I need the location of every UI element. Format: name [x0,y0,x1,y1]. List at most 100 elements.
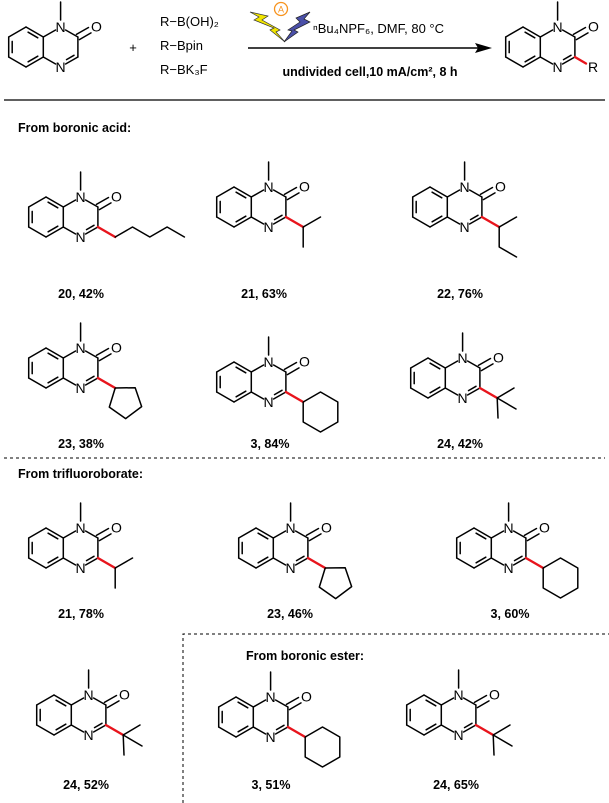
bond [305,527,320,537]
bond [482,192,496,201]
compound-label: 3, 51% [252,778,291,792]
bond [215,216,235,228]
new-bond [478,386,499,400]
reagent-bpin: R−Bpin [160,38,203,53]
bond [492,734,495,756]
conditions-top: ⁿBu₄NPF₆, DMF, 80 °C [313,21,444,36]
bond [575,32,589,41]
bond [466,387,481,396]
bond [283,361,298,371]
bond [463,722,473,729]
bond [512,530,527,539]
bond [257,556,269,564]
bond [275,724,285,731]
atom-nitrogen: N [56,19,66,35]
atom-nitrogen: N [286,560,296,576]
bond [217,726,237,738]
atom-oxygen: O [119,687,130,703]
compound-3: NNO [455,502,579,599]
bond [523,527,538,537]
bond [427,357,447,369]
bond [524,55,536,63]
bond [405,694,425,706]
atom-oxygen: O [111,520,122,536]
bond [92,697,107,706]
bond [409,357,429,369]
bond [75,26,90,36]
atom-oxygen: O [539,520,550,536]
compound-label: 21, 63% [241,287,287,301]
bond [455,527,475,539]
bond [572,26,587,36]
bond [85,555,95,562]
bond [235,366,247,374]
atom-nitrogen: N [76,229,86,245]
bond [480,363,494,372]
bond [429,216,449,228]
bond [84,530,99,539]
compound-3: NNO [217,671,341,768]
bond [490,530,505,539]
section-title-boronic-ester: From boronic ester: [246,649,364,663]
bond [479,186,494,196]
atom-nitrogen: N [286,520,296,536]
bond [25,56,45,68]
bond [27,31,39,39]
bond [272,530,287,539]
new-bond [96,376,117,390]
new-bond [104,723,125,737]
bond [255,527,275,539]
section-title-trifluoroborate: From trifluoroborate: [18,467,143,481]
cyclohexyl-ring [304,726,341,768]
bond [47,556,59,564]
bond [524,31,536,39]
bond [294,557,309,566]
bond [467,385,477,392]
bond [237,527,257,539]
bond [65,54,75,61]
bond [462,724,477,733]
bond [84,350,99,359]
compound-label: 22, 76% [437,287,483,301]
bond [274,699,289,708]
bond [85,375,95,382]
bond [47,352,59,360]
bond [513,555,523,562]
new-bond [286,725,307,739]
bond [98,202,112,211]
bond [539,29,554,38]
atom-nitrogen: N [454,687,464,703]
new-bond [573,55,588,65]
bond [47,532,59,540]
new-bond [284,215,305,229]
bond [423,724,443,736]
bond [106,700,120,709]
atom-oxygen: O [91,19,102,35]
bond [257,532,269,540]
bond [492,734,513,747]
new-bond [480,215,501,229]
compound-label: 3, 60% [491,607,530,621]
bond [55,723,67,731]
atom-nitrogen: N [458,350,468,366]
bond [7,56,27,68]
compound-label: 3, 84% [251,437,290,451]
atom-oxygen: O [489,687,500,703]
compound-label: 23, 46% [267,607,313,621]
bond [84,557,99,566]
bond [53,694,73,706]
atom-nitrogen: N [553,59,563,75]
bond [27,55,39,63]
atom-nitrogen: N [266,689,276,705]
compound-21: NNO [27,502,134,589]
compound-20: NNO [27,171,186,245]
bond [55,699,67,707]
bond [272,364,287,373]
bond [473,557,493,569]
atom-oxygen: O [111,189,122,205]
bond [62,377,77,386]
bond [27,557,47,569]
bond [273,214,283,221]
reaction-arrow [248,43,492,53]
bond [469,214,479,221]
